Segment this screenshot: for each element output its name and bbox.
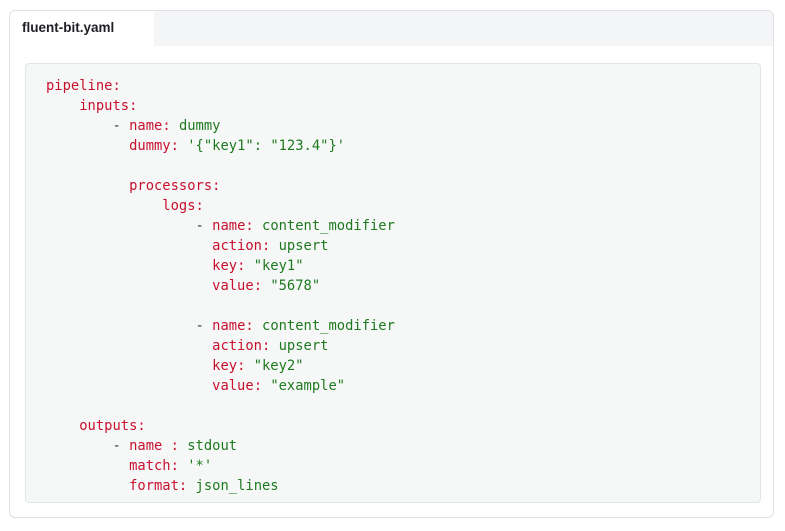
code-tabs-panel: fluent-bit.yaml pipeline: inputs: - name…	[9, 10, 774, 518]
code-line: ​	[46, 156, 760, 176]
yaml-value: upsert	[278, 238, 329, 254]
yaml-separator: :	[261, 238, 279, 254]
yaml-key: key	[212, 358, 238, 374]
code-line: ​	[46, 296, 760, 316]
yaml-key: outputs	[79, 418, 138, 434]
code-line: key: "key2"	[46, 356, 760, 376]
code-line: pipeline:	[46, 76, 760, 96]
yaml-value: '*'	[187, 458, 213, 474]
code-content: pipeline: inputs: - name: dummy dummy: '…	[26, 64, 760, 496]
code-line: logs:	[46, 196, 760, 216]
yaml-separator: :	[170, 458, 188, 474]
code-line: action: upsert	[46, 336, 760, 356]
code-line: value: "5678"	[46, 276, 760, 296]
code-line: outputs:	[46, 416, 760, 436]
code-line: - name : stdout	[46, 436, 760, 456]
yaml-key: action	[212, 238, 262, 254]
yaml-key: action	[212, 338, 262, 354]
yaml-value: stdout	[187, 438, 238, 454]
yaml-key: name	[129, 118, 163, 134]
yaml-value: json_lines	[195, 478, 279, 494]
yaml-separator: :	[245, 218, 263, 234]
list-dash: -	[195, 318, 213, 334]
code-line: - name: content_modifier	[46, 316, 760, 336]
yaml-value: "example"	[270, 378, 346, 394]
list-dash: -	[112, 118, 130, 134]
code-line: - name: content_modifier	[46, 216, 760, 236]
yaml-value: "key1"	[253, 258, 304, 274]
yaml-key: format	[129, 478, 179, 494]
yaml-separator: :	[178, 478, 196, 494]
yaml-key: pipeline	[46, 78, 113, 94]
yaml-separator: :	[112, 78, 121, 94]
yaml-separator: :	[253, 278, 271, 294]
code-line: format: json_lines	[46, 476, 760, 496]
yaml-separator: :	[137, 418, 146, 434]
yaml-separator: :	[129, 98, 138, 114]
yaml-separator: :	[261, 338, 279, 354]
yaml-separator: :	[212, 178, 221, 194]
yaml-key: key	[212, 258, 238, 274]
yaml-separator: :	[237, 358, 254, 374]
yaml-value: content_modifier	[262, 218, 395, 234]
list-dash: -	[112, 438, 130, 454]
code-line: processors:	[46, 176, 760, 196]
yaml-value: content_modifier	[262, 318, 395, 334]
yaml-value: "5678"	[270, 278, 321, 294]
code-line: match: '*'	[46, 456, 760, 476]
yaml-value: "key2"	[253, 358, 304, 374]
yaml-separator: :	[253, 378, 271, 394]
yaml-key: processors	[129, 178, 213, 194]
code-block: pipeline: inputs: - name: dummy dummy: '…	[25, 63, 761, 503]
tab-bar: fluent-bit.yaml	[10, 11, 773, 47]
yaml-separator: :	[162, 438, 188, 454]
yaml-separator: :	[195, 198, 204, 214]
code-line: value: "example"	[46, 376, 760, 396]
yaml-key: dummy	[129, 138, 171, 154]
yaml-key: value	[212, 378, 254, 394]
tab-fluent-bit-yaml[interactable]: fluent-bit.yaml	[10, 11, 154, 47]
yaml-key: inputs	[79, 98, 130, 114]
code-line: key: "key1"	[46, 256, 760, 276]
code-line: ​	[46, 396, 760, 416]
code-line: action: upsert	[46, 236, 760, 256]
yaml-key: logs	[162, 198, 196, 214]
yaml-key: match	[129, 458, 171, 474]
yaml-separator: :	[245, 318, 263, 334]
yaml-key: name	[129, 438, 163, 454]
code-line: inputs:	[46, 96, 760, 116]
yaml-key: name	[212, 318, 246, 334]
list-dash: -	[195, 218, 213, 234]
yaml-value: dummy	[178, 118, 221, 134]
code-line: dummy: '{"key1": "123.4"}'	[46, 136, 760, 156]
yaml-value: '{"key1": "123.4"}'	[187, 138, 346, 154]
yaml-key: value	[212, 278, 254, 294]
yaml-separator: :	[170, 138, 188, 154]
yaml-key: name	[212, 218, 246, 234]
yaml-value: upsert	[278, 338, 329, 354]
yaml-separator: :	[162, 118, 179, 134]
yaml-separator: :	[237, 258, 254, 274]
code-line: - name: dummy	[46, 116, 760, 136]
